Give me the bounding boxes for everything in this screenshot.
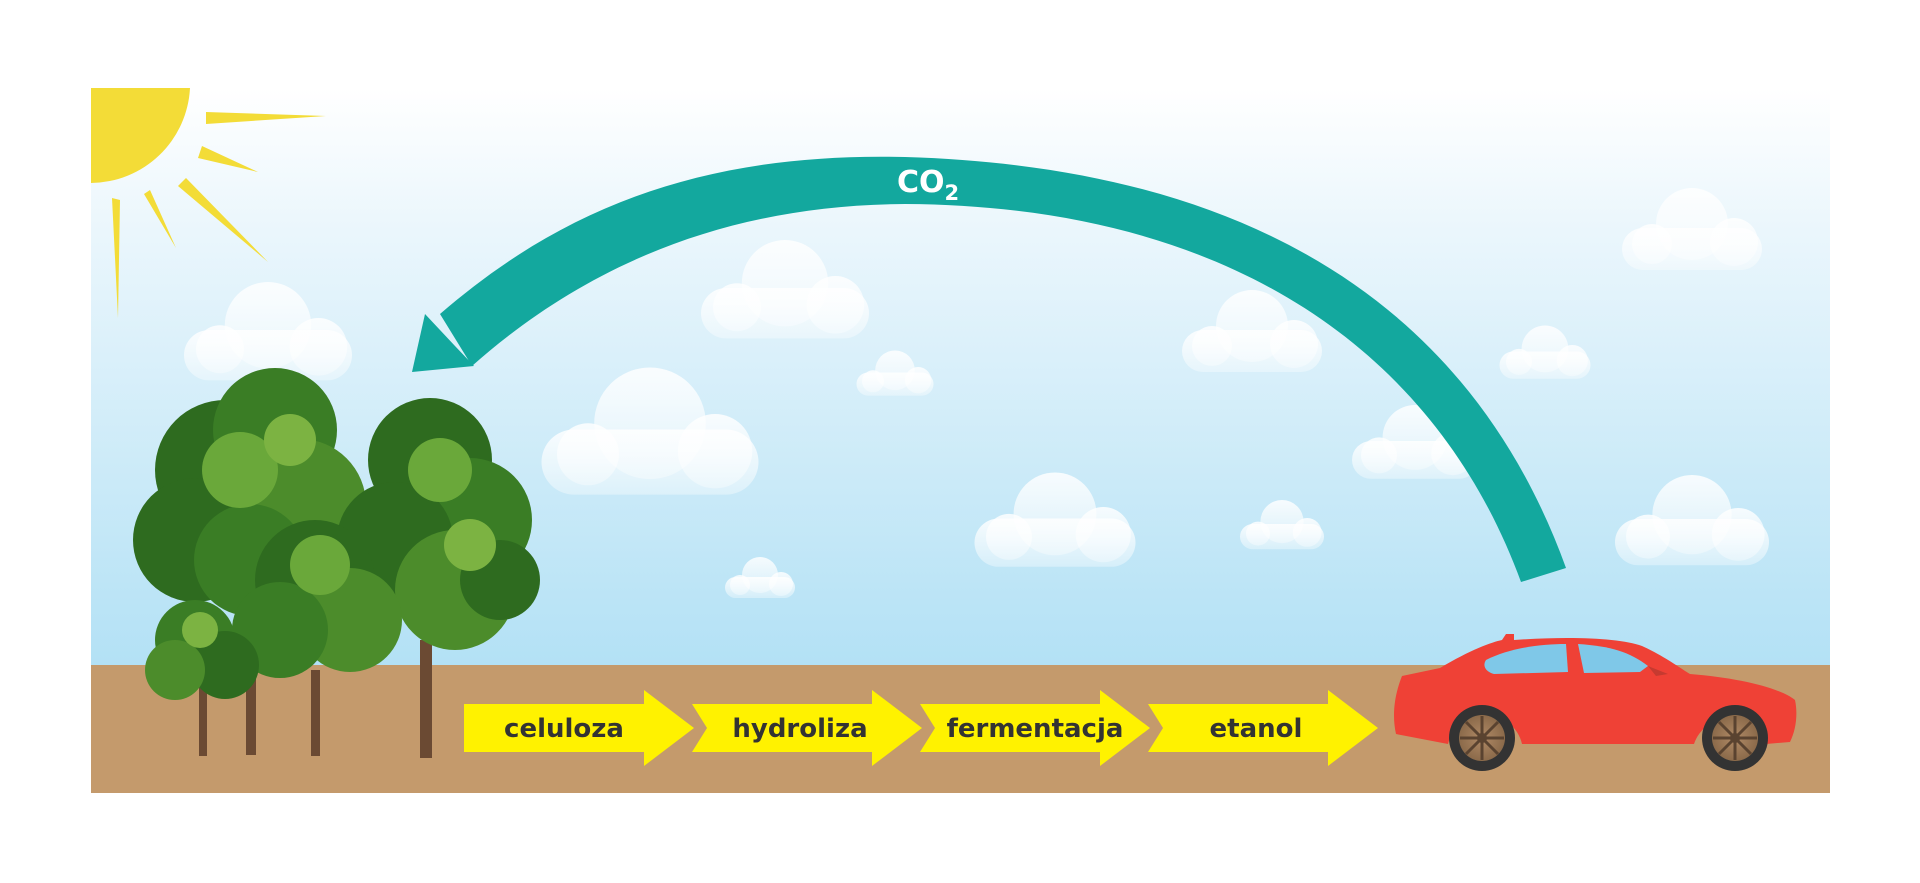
front-wheel — [1449, 705, 1515, 771]
curved-arrow-icon — [412, 156, 1566, 583]
step-label-etanol: etanol — [1210, 714, 1303, 744]
step-hydroliza: hydroliza — [692, 690, 922, 766]
step-etanol: etanol — [1148, 690, 1378, 766]
step-label-fermentacja: fermentacja — [947, 714, 1124, 744]
co2-label: CO2 — [897, 165, 959, 205]
step-label-celuloza: celuloza — [504, 714, 624, 744]
sun-icon — [91, 88, 326, 318]
step-celuloza: celuloza — [464, 690, 694, 766]
step-fermentacja: fermentacja — [920, 690, 1150, 766]
trees-icon — [133, 368, 540, 758]
rear-wheel — [1702, 705, 1768, 771]
process-flow: celuloza hydroliza fermentacja etanol — [464, 690, 1378, 766]
car-icon — [1394, 634, 1797, 771]
step-label-hydroliza: hydroliza — [732, 714, 867, 744]
